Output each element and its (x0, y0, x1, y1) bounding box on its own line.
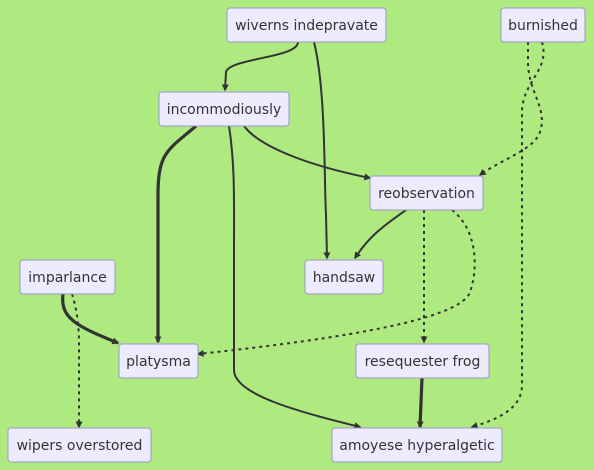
edge-wiverns-to-handsaw (313, 41, 331, 260)
node-wiverns-indepravate[interactable]: wiverns indepravate (226, 7, 387, 43)
node-amoyese-hyperalgetic[interactable]: amoyese hyperalgetic (331, 427, 503, 463)
node-label: amoyese hyperalgetic (339, 438, 495, 454)
node-label: resequester frog (365, 354, 481, 370)
edge-incommodiously-to-amoyese (228, 125, 362, 430)
edge-incommodiously-to-reobservation (243, 125, 372, 181)
node-label: imparlance (28, 270, 106, 286)
edge-burnished-to-reobservation (478, 42, 543, 176)
node-platysma[interactable]: platysma (118, 343, 199, 379)
edge-wiverns-to-incommodiously (221, 41, 299, 92)
nodes: wiverns indepravate burnished incommodio… (7, 7, 586, 463)
node-imparlance[interactable]: imparlance (19, 259, 116, 295)
node-label: reobservation (378, 186, 475, 202)
edge-burnished-to-amoyese (470, 41, 545, 429)
node-label: incommodiously (167, 102, 282, 118)
node-resequester-frog[interactable]: resequester frog (355, 343, 490, 379)
node-incommodiously[interactable]: incommodiously (158, 91, 290, 127)
node-label: handsaw (313, 270, 376, 286)
edges (61, 41, 545, 430)
node-handsaw[interactable]: handsaw (304, 259, 384, 295)
node-burnished[interactable]: burnished (500, 7, 586, 43)
node-label: wipers overstored (17, 438, 143, 454)
edge-reobservation-to-handsaw (354, 209, 407, 260)
node-label: burnished (508, 18, 578, 34)
node-label: wiverns indepravate (235, 18, 378, 34)
node-label: platysma (126, 354, 191, 370)
node-wipers-overstored[interactable]: wipers overstored (7, 427, 152, 463)
edge-reobservation-to-platysma (196, 209, 476, 357)
edge-imparlance-to-platysma (61, 293, 120, 345)
edge-imparlance-to-wipers (71, 293, 83, 429)
edge-resequester-to-amoyese (416, 377, 424, 429)
edge-incommodiously-to-platysma (154, 124, 198, 344)
node-reobservation[interactable]: reobservation (369, 175, 484, 211)
